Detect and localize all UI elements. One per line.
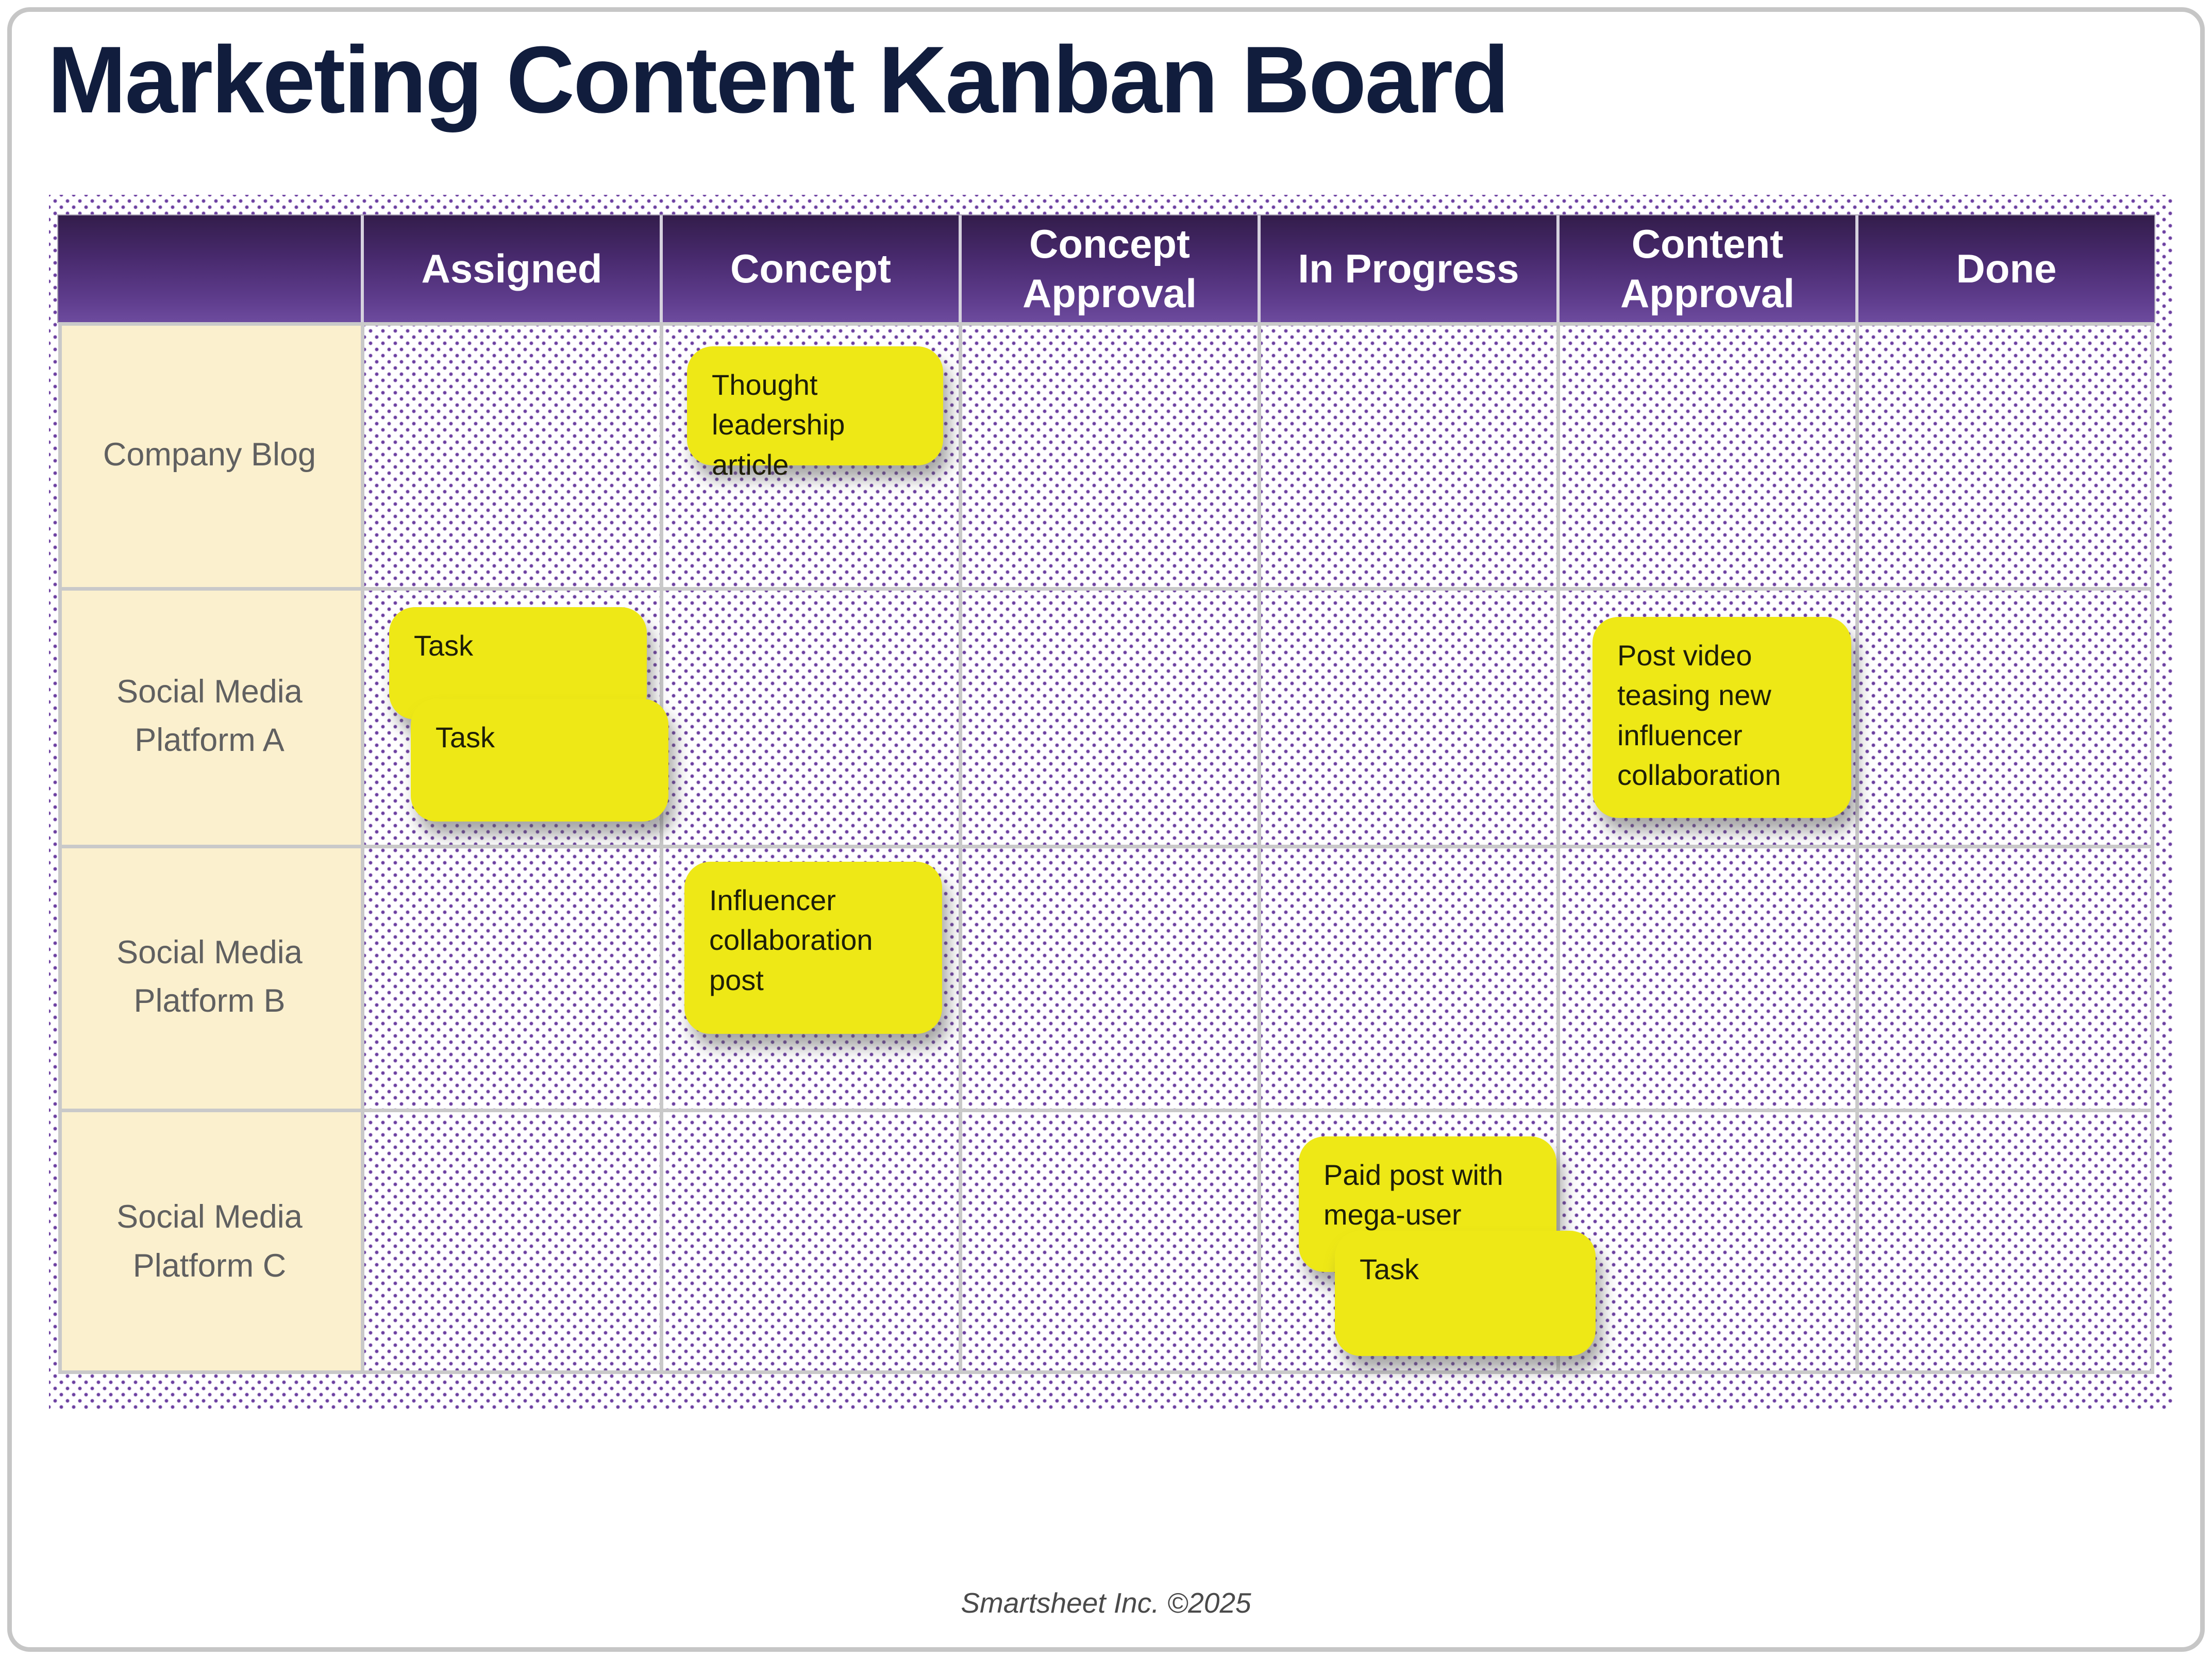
header-cell-assigned: Assigned	[361, 215, 660, 322]
page-title: Marketing Content Kanban Board	[47, 26, 1510, 132]
gridline-h	[58, 587, 2154, 591]
gridline-h	[58, 845, 2154, 848]
row-label-company-blog: Company Blog	[58, 322, 361, 587]
gridline-h	[58, 322, 2154, 326]
kanban-header-row: Assigned Concept Concept Approval In Pro…	[57, 214, 2155, 323]
row-label-social-media-c: Social Media Platform C	[58, 1109, 361, 1374]
header-cell-concept-approval: Concept Approval	[959, 215, 1258, 322]
header-cell-in-progress: In Progress	[1258, 215, 1556, 322]
card-task-in-progress[interactable]: Task	[1335, 1231, 1596, 1356]
footer-copyright: Smartsheet Inc. ©2025	[961, 1587, 1251, 1619]
gridline-h	[58, 1109, 2154, 1112]
card-post-video-teaser[interactable]: Post video teasing new influencer collab…	[1593, 617, 1851, 818]
header-cell-blank	[58, 215, 361, 322]
row-label-social-media-b: Social Media Platform B	[58, 845, 361, 1109]
kanban-board-background	[49, 195, 2172, 1410]
gridline-h	[58, 1370, 2154, 1374]
header-cell-done: Done	[1855, 215, 2154, 322]
card-influencer-collaboration-post[interactable]: Influencer collaboration post	[684, 862, 942, 1034]
card-thought-leadership-article[interactable]: Thought leadership article	[687, 346, 943, 481]
header-cell-concept: Concept	[660, 215, 959, 322]
row-label-social-media-a: Social Media Platform A	[58, 587, 361, 845]
card-task-assigned-2[interactable]: Task	[411, 699, 668, 822]
header-cell-content-approval: Content Approval	[1556, 215, 1855, 322]
